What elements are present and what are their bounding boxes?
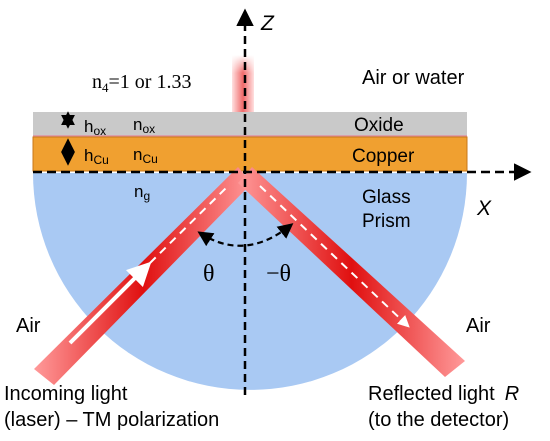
x-axis-label: X: [476, 197, 492, 220]
glass-prism: [33, 173, 467, 390]
copper-thickness-label: hCu: [84, 146, 109, 167]
prism-name-line1: Glass: [362, 187, 411, 208]
copper-layer: [32, 136, 468, 172]
copper-name: Copper: [352, 146, 415, 167]
reflected-direction-arrow: [259, 185, 410, 328]
reflection-angle-label: −θ: [266, 261, 291, 287]
z-axis-label: Z: [260, 12, 275, 35]
angle-arc: [197, 223, 294, 247]
oxide-index-label: nox: [133, 115, 155, 136]
oxide-layer: [33, 112, 467, 136]
copper-index-label: nCu: [133, 145, 158, 166]
top-medium-index: n4=1 or 1.33: [92, 71, 191, 95]
incoming-caption-line2: (laser) – TM polarization: [4, 409, 219, 431]
oxide-name: Oxide: [354, 115, 404, 136]
glass-index-label: ng: [134, 182, 150, 203]
oxide-thickness-label: hox: [84, 117, 106, 138]
left-air-label: Air: [16, 315, 41, 337]
incoming-direction-arrow: [68, 261, 152, 345]
prism-name-line2: Prism: [362, 211, 411, 232]
top-medium-name: Air or water: [362, 67, 465, 89]
incidence-angle-label: θ: [203, 261, 215, 287]
incoming-caption-line1: Incoming light: [4, 383, 128, 405]
reflected-caption-line2: (to the detector): [368, 409, 509, 431]
right-air-label: Air: [466, 315, 491, 337]
